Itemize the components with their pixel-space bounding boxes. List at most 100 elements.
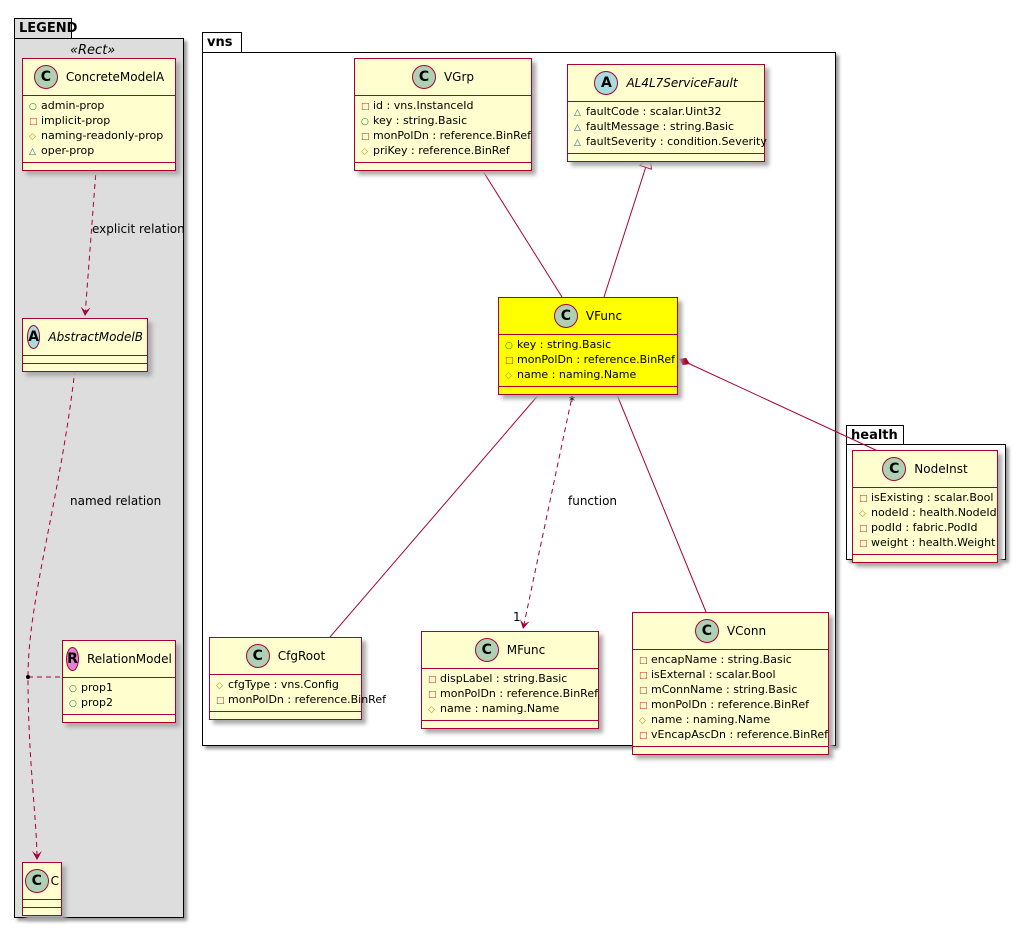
class-mfunc[interactable]: C MFunc □dispLabel : string.Basic □monPol… bbox=[421, 631, 599, 729]
named-relation-line bbox=[27, 368, 76, 861]
member: prop1 bbox=[81, 681, 113, 694]
private-icon: □ bbox=[859, 494, 868, 504]
private-icon: □ bbox=[859, 539, 868, 549]
class-icon: C bbox=[694, 619, 719, 643]
member: faultCode : scalar.Uint32 bbox=[586, 105, 722, 118]
member: faultMessage : string.Basic bbox=[586, 120, 735, 133]
health-package-tab: health bbox=[846, 425, 904, 445]
vns-package-tab: vns bbox=[202, 32, 242, 53]
member: isExternal : scalar.Bool bbox=[651, 668, 776, 681]
private-icon: □ bbox=[216, 696, 225, 706]
private-icon: □ bbox=[361, 132, 370, 142]
protected-icon: ◇ bbox=[428, 705, 435, 715]
named-relation-label: named relation bbox=[70, 494, 162, 508]
relation-class-icon: R bbox=[66, 647, 79, 671]
private-icon: □ bbox=[639, 701, 648, 711]
member: mConnName : string.Basic bbox=[651, 683, 798, 696]
package-icon: △ bbox=[29, 147, 36, 157]
class-icon: C bbox=[245, 644, 270, 668]
member: id : vns.InstanceId bbox=[373, 99, 474, 112]
member: name : naming.Name bbox=[517, 368, 637, 381]
class-name: C bbox=[50, 874, 59, 888]
public-icon: ○ bbox=[69, 699, 77, 709]
member: podId : fabric.PodId bbox=[871, 521, 978, 534]
class-name: ConcreteModelA bbox=[65, 70, 165, 84]
member: nodeId : health.NodeId bbox=[871, 506, 997, 519]
class-name: AbstractModelB bbox=[48, 330, 143, 344]
member: isExisting : scalar.Bool bbox=[871, 491, 994, 504]
class-name: VFunc bbox=[585, 309, 623, 323]
class-name: NodeInst bbox=[914, 462, 968, 476]
private-icon: □ bbox=[505, 356, 514, 366]
class-name: VGrp bbox=[443, 70, 475, 84]
member: key : string.Basic bbox=[517, 338, 612, 351]
class-icon: C bbox=[882, 457, 907, 481]
abstract-class-icon: A bbox=[27, 325, 41, 349]
protected-icon: ◇ bbox=[505, 371, 512, 381]
member: name : naming.Name bbox=[651, 713, 771, 726]
vgrp-vfunc-composition bbox=[475, 159, 563, 298]
private-icon: □ bbox=[428, 675, 437, 685]
member: encapName : string.Basic bbox=[651, 653, 792, 666]
protected-icon: ◇ bbox=[859, 509, 866, 519]
vfunc-mfunc-function bbox=[519, 391, 574, 630]
private-icon: □ bbox=[639, 686, 648, 696]
legend-package bbox=[14, 38, 184, 918]
member: naming-readonly-prop bbox=[41, 129, 164, 142]
package-icon: △ bbox=[574, 108, 581, 118]
vfunc-cfgroot-composition bbox=[329, 384, 548, 638]
explicit-relation-label: explicit relation bbox=[92, 222, 185, 236]
multiplicity-one: 1 bbox=[513, 610, 521, 624]
protected-icon: ◇ bbox=[29, 132, 36, 142]
member: monPolDn : reference.BinRef bbox=[440, 687, 598, 700]
private-icon: □ bbox=[639, 671, 648, 681]
abstract-class-icon: A bbox=[594, 71, 619, 95]
class-name: AL4L7ServiceFault bbox=[626, 76, 738, 90]
member: cfgType : vns.Config bbox=[228, 678, 339, 691]
class-name: RelationModel bbox=[86, 652, 172, 666]
class-concrete-model-a[interactable]: C ConcreteModelA ○ admin-prop □implicit-pr… bbox=[22, 58, 176, 171]
member: oper-prop bbox=[41, 144, 95, 157]
private-icon: □ bbox=[639, 731, 648, 741]
public-icon: ○ bbox=[361, 117, 369, 127]
public-icon: ○ bbox=[29, 102, 37, 112]
vfunc-vconn-composition bbox=[611, 384, 707, 613]
private-icon: □ bbox=[29, 117, 38, 127]
class-icon: C bbox=[553, 304, 578, 328]
protected-icon: ◇ bbox=[361, 147, 368, 157]
class-icon: C bbox=[25, 869, 49, 893]
function-label: function bbox=[568, 494, 618, 508]
member: dispLabel : string.Basic bbox=[440, 672, 568, 685]
vfunc-fault-inheritance bbox=[603, 154, 650, 298]
member: weight : health.Weight bbox=[871, 536, 996, 549]
class-name: VConn bbox=[726, 624, 767, 638]
class-name: MFunc bbox=[506, 643, 546, 657]
member: name : naming.Name bbox=[440, 702, 560, 715]
class-al4l7-service-fault[interactable]: A AL4L7ServiceFault △ faultCode : scalar.U… bbox=[567, 64, 767, 162]
vfunc-nodeinst-composition bbox=[678, 357, 881, 453]
protected-icon: ◇ bbox=[639, 716, 646, 726]
member: priKey : reference.BinRef bbox=[373, 144, 510, 157]
member: monPolDn : reference.BinRef bbox=[517, 353, 675, 366]
protected-icon: ◇ bbox=[216, 681, 223, 691]
class-icon: C bbox=[411, 65, 436, 89]
member: monPolDn : reference.BinRef bbox=[651, 698, 809, 711]
private-icon: □ bbox=[361, 102, 370, 112]
member: faultSeverity : condition.Severity bbox=[586, 135, 767, 148]
member: prop2 bbox=[81, 696, 113, 709]
class-icon: C bbox=[33, 65, 58, 89]
class-icon: C bbox=[474, 638, 499, 662]
member: implicit-prop bbox=[41, 114, 111, 127]
explicit-relation-line bbox=[80, 156, 98, 317]
class-abstract-model-b[interactable]: A AbstractModelB bbox=[22, 318, 148, 372]
private-icon: □ bbox=[428, 690, 437, 700]
member: admin-prop bbox=[41, 99, 105, 112]
